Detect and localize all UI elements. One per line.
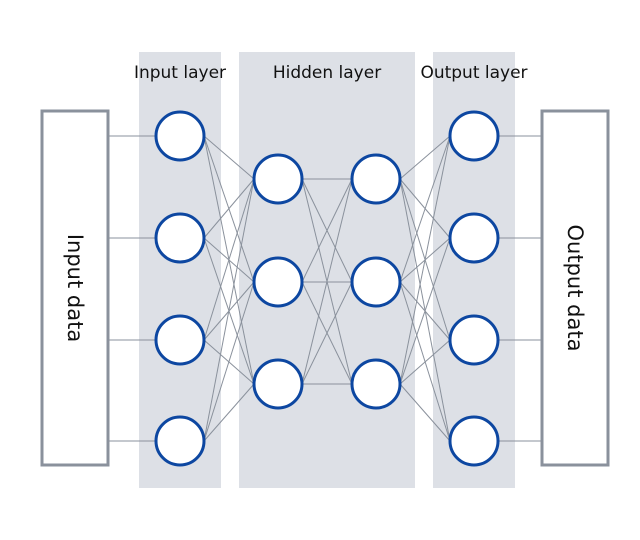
connection-edge <box>301 178 353 385</box>
input-node <box>154 314 206 366</box>
connection-edge <box>399 135 451 180</box>
input-node <box>154 415 206 467</box>
input-data-box <box>40 109 110 467</box>
hidden-node-b <box>350 153 402 205</box>
output-node <box>448 314 500 366</box>
connection-edge <box>203 135 255 180</box>
hidden-node-a <box>252 153 304 205</box>
connection-edge <box>203 383 255 442</box>
output-node <box>448 415 500 467</box>
input-node <box>154 110 206 162</box>
connection-edge <box>399 135 451 283</box>
output-data-box <box>540 109 610 467</box>
connection-edge <box>301 281 353 385</box>
connection-edge <box>399 135 451 385</box>
hidden-node-a <box>252 256 304 308</box>
connection-edge <box>399 339 451 385</box>
hidden-node-b <box>350 256 402 308</box>
connection-edge <box>203 178 255 239</box>
hidden-layer-label: Hidden layer <box>273 63 381 83</box>
output-layer-label: Output layer <box>420 63 527 83</box>
input-node <box>154 212 206 264</box>
input-layer-label: Input layer <box>134 63 226 83</box>
hidden-node-a <box>252 358 304 410</box>
connection-edge <box>301 178 353 283</box>
output-node <box>448 212 500 264</box>
connection-edge <box>203 281 255 442</box>
connection-edges <box>108 135 542 442</box>
connection-edge <box>399 237 451 385</box>
output-data-label: Output data <box>563 225 587 352</box>
connection-edge <box>203 178 255 341</box>
hidden-node-b <box>350 358 402 410</box>
network-nodes <box>154 110 500 467</box>
input-data-label: Input data <box>63 234 87 342</box>
connection-edge <box>203 178 255 442</box>
connection-edge <box>399 383 451 442</box>
output-node <box>448 110 500 162</box>
